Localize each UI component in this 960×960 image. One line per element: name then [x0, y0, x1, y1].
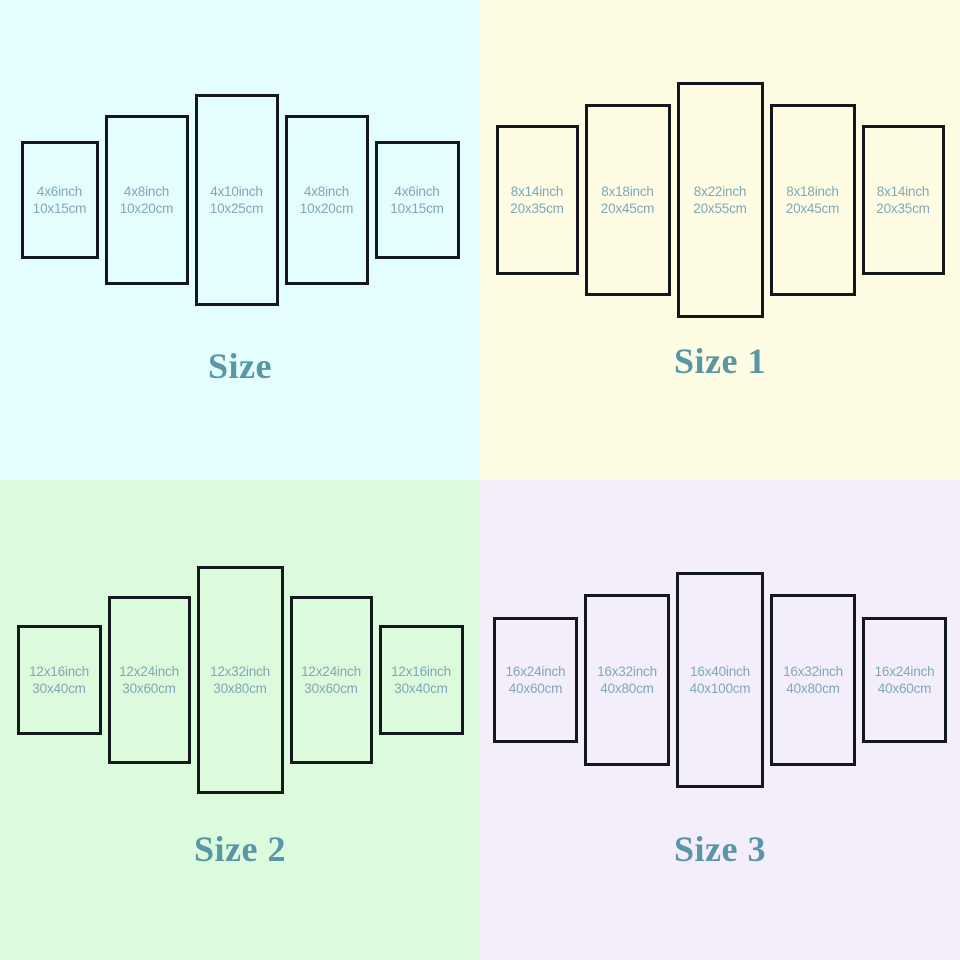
size-panel-label: 4x6inch 10x15cm: [32, 183, 87, 218]
size-inches: 8x22inch: [693, 183, 747, 199]
size-centimeters: 20x45cm: [785, 201, 840, 216]
quadrant-title: Size 2: [194, 829, 286, 869]
size-inches: 8x14inch: [876, 183, 930, 199]
size-panel-label: 16x24inch 40x60cm: [506, 663, 566, 698]
size-panel-1[interactable]: 12x16inch 30x40cm: [16, 625, 102, 735]
size-panel-2[interactable]: 4x8inch 10x20cm: [104, 115, 189, 285]
size-panel-3[interactable]: 16x40inch 40x100cm: [676, 572, 764, 788]
panel-row: 16x24inch 40x60cm 16x32inch 40x80cm 16x40inc…: [480, 480, 960, 880]
quadrant-size-1: 8x14inch 20x35cm 8x18inch 20x45cm 8x22inch 20…: [480, 0, 960, 480]
size-panel-label: 16x32inch 40x80cm: [597, 663, 657, 698]
size-panel-label: 12x16inch 30x40cm: [29, 663, 89, 698]
panel-row: 8x14inch 20x35cm 8x18inch 20x45cm 8x22inch 20…: [480, 0, 960, 400]
size-centimeters: 10x20cm: [299, 201, 354, 216]
quadrant-size: 4x6inch 10x15cm 4x8inch 10x20cm 4x10inch 10x2…: [0, 0, 480, 480]
size-centimeters: 40x60cm: [877, 681, 932, 696]
size-panel-label: 8x18inch 20x45cm: [785, 183, 840, 218]
size-panel-4[interactable]: 4x8inch 10x20cm: [284, 115, 369, 285]
size-inches: 12x32inch: [210, 663, 270, 679]
size-panel-label: 4x6inch 10x15cm: [390, 183, 444, 218]
size-centimeters: 20x45cm: [600, 201, 655, 216]
size-inches: 8x18inch: [786, 183, 839, 199]
size-centimeters: 30x60cm: [304, 681, 358, 696]
size-centimeters: 30x40cm: [394, 681, 448, 696]
size-inches: 4x10inch: [210, 183, 263, 199]
size-centimeters: 20x55cm: [693, 201, 747, 216]
size-panel-4[interactable]: 16x32inch 40x80cm: [770, 594, 856, 766]
size-panel-3[interactable]: 4x10inch 10x25cm: [194, 94, 279, 306]
size-inches: 4x8inch: [123, 183, 170, 199]
panel-row: 4x6inch 10x15cm 4x8inch 10x20cm 4x10inch 10x2…: [0, 0, 480, 400]
size-panel-label: 8x14inch 20x35cm: [510, 183, 564, 218]
size-panel-label: 12x24inch 30x60cm: [301, 663, 361, 698]
size-panel-label: 8x22inch 20x55cm: [693, 183, 747, 218]
size-inches: 8x18inch: [601, 183, 654, 199]
size-panel-5[interactable]: 12x16inch 30x40cm: [378, 625, 464, 735]
size-inches: 16x24inch: [874, 663, 935, 679]
size-centimeters: 40x60cm: [508, 681, 563, 696]
size-panel-label: 16x24inch 40x60cm: [875, 663, 935, 698]
size-panel-5[interactable]: 16x24inch 40x60cm: [862, 617, 947, 743]
size-panel-4[interactable]: 12x24inch 30x60cm: [289, 596, 373, 764]
size-inches: 12x16inch: [391, 663, 451, 679]
size-inches: 16x32inch: [597, 663, 657, 679]
size-centimeters: 40x80cm: [786, 681, 840, 696]
size-panel-label: 8x14inch 20x35cm: [876, 183, 930, 218]
size-panel-4[interactable]: 8x18inch 20x45cm: [769, 104, 856, 296]
size-inches: 16x40inch: [690, 663, 750, 679]
size-panel-1[interactable]: 4x6inch 10x15cm: [20, 141, 99, 259]
quadrant-size-3: 16x24inch 40x60cm 16x32inch 40x80cm 16x40inc…: [480, 480, 960, 960]
size-centimeters: 30x40cm: [32, 681, 86, 696]
size-inches: 12x24inch: [301, 663, 361, 679]
size-panel-1[interactable]: 16x24inch 40x60cm: [493, 617, 578, 743]
quadrant-title: Size 3: [674, 829, 766, 869]
size-panel-label: 4x8inch 10x20cm: [299, 183, 354, 218]
size-centimeters: 10x15cm: [390, 201, 444, 216]
size-inches: 8x14inch: [510, 183, 564, 199]
size-panel-5[interactable]: 8x14inch 20x35cm: [861, 125, 945, 275]
size-panel-label: 12x24inch 30x60cm: [119, 663, 179, 698]
size-panel-label: 16x32inch 40x80cm: [783, 663, 843, 698]
size-panel-label: 12x32inch 30x80cm: [210, 663, 270, 698]
size-centimeters: 40x80cm: [600, 681, 654, 696]
size-centimeters: 20x35cm: [876, 201, 930, 216]
size-panel-1[interactable]: 8x14inch 20x35cm: [495, 125, 579, 275]
size-panel-label: 12x16inch 30x40cm: [391, 663, 451, 698]
size-inches: 12x24inch: [119, 663, 179, 679]
quadrant-size-2: 12x16inch 30x40cm 12x24inch 30x60cm 12x32inc…: [0, 480, 480, 960]
size-panel-5[interactable]: 4x6inch 10x15cm: [374, 141, 460, 259]
size-inches: 16x24inch: [505, 663, 566, 679]
size-centimeters: 20x35cm: [510, 201, 564, 216]
quadrant-title: Size: [208, 346, 272, 386]
size-centimeters: 30x80cm: [213, 681, 267, 696]
size-inches: 4x6inch: [36, 183, 83, 199]
size-panel-label: 4x10inch 10x25cm: [209, 183, 264, 218]
size-inches: 4x8inch: [303, 183, 350, 199]
size-centimeters: 10x20cm: [119, 201, 174, 216]
size-panel-2[interactable]: 12x24inch 30x60cm: [107, 596, 191, 764]
size-inches: 4x6inch: [394, 183, 440, 199]
size-centimeters: 30x60cm: [122, 681, 176, 696]
size-centimeters: 40x100cm: [689, 681, 751, 696]
size-panel-3[interactable]: 12x32inch 30x80cm: [196, 566, 284, 794]
size-panel-label: 8x18inch 20x45cm: [600, 183, 655, 218]
size-panel-label: 16x40inch 40x100cm: [690, 663, 751, 698]
size-inches: 12x16inch: [29, 663, 89, 679]
quadrant-title: Size 1: [674, 341, 766, 381]
size-panel-2[interactable]: 16x32inch 40x80cm: [584, 594, 670, 766]
size-panel-2[interactable]: 8x18inch 20x45cm: [584, 104, 671, 296]
size-panel-3[interactable]: 8x22inch 20x55cm: [676, 82, 764, 318]
size-centimeters: 10x15cm: [32, 201, 87, 216]
panel-row: 12x16inch 30x40cm 12x24inch 30x60cm 12x32inc…: [0, 480, 480, 880]
size-centimeters: 10x25cm: [209, 201, 264, 216]
size-inches: 16x32inch: [783, 663, 843, 679]
size-panel-label: 4x8inch 10x20cm: [119, 183, 174, 218]
